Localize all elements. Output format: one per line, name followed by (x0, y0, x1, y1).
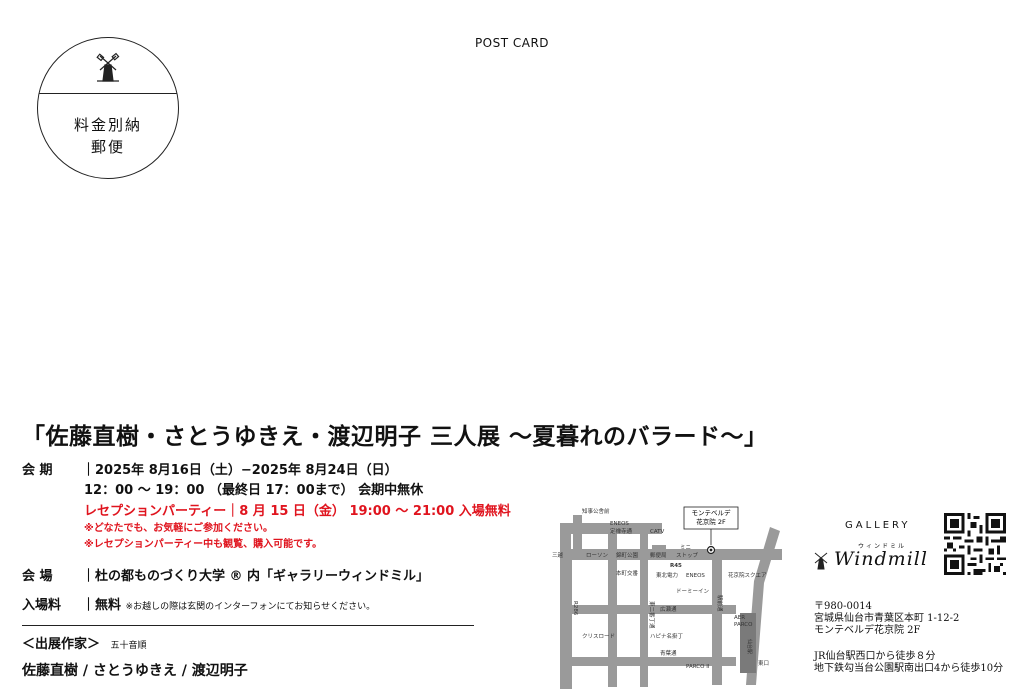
postcard-label: POST CARD (474, 36, 550, 50)
venue-row: 会 場 ｜杜の都ものづくり大学 ® 内「ギャラリーウィンドミル」 (22, 565, 429, 584)
map-road-r45-west (560, 549, 782, 560)
address-line-1: 宮城県仙台市青葉区本町 1-12-2 (814, 613, 960, 624)
admission-note: ※お越しの際は玄関のインターフォンにてお知らせください。 (125, 602, 376, 612)
map-label-ekimae: 駅前通 (716, 595, 724, 612)
exhibition-title: 「佐藤直樹・さとうゆきえ・渡辺明子 三人展 〜夏暮れのバラード〜」 (22, 424, 768, 450)
address-zip: 〒980-0014 (814, 601, 872, 612)
stamp-line-1: 料金別納 (73, 116, 142, 134)
map-label-kinko: 錦町公園 (616, 551, 639, 559)
map-label-chiji: 知事公舎前 (582, 507, 610, 515)
map-label-catv: CATV (650, 529, 665, 535)
artists-order-note: 五十音順 (110, 641, 147, 651)
access-map: モンテベルデ 花京院 2F 知事公舎前 ENEOS 定禅寺通 CATV 三越 ロ… (552, 506, 782, 689)
map-road-hirose (560, 605, 736, 614)
artist-names: 佐藤直樹 / さとうゆきえ / 渡辺明子 (22, 663, 248, 679)
address-block: 〒980-0014 宮城県仙台市青葉区本町 1-12-2 モンテベルデ花京院 2… (814, 601, 959, 637)
map-callout-line-2: 花京院 2F (696, 517, 726, 526)
map-label-eneos2: ENEOS (686, 573, 705, 579)
map-label-sanko: 三越 (552, 551, 564, 559)
map-label-sendai: 仙台駅 (746, 639, 753, 654)
map-label-parco: PARCO (734, 622, 753, 628)
access-line-2: 地下鉄勾当台公園駅南出口4から徒歩10分 (814, 663, 1004, 674)
reception-info: レセプションパーティー｜8 月 15 日（金） 19:00 〜 21:00 入場… (84, 504, 511, 519)
map-road-ekimae (712, 549, 722, 685)
map-label-higashi-ni: 東二番丁通 (648, 601, 656, 629)
map-label-tohoku: 東北電力 (656, 571, 678, 579)
gallery-logo: Windmill (812, 548, 928, 570)
postage-stamp-mark: 料金別納 郵便 (37, 37, 179, 179)
map-label-post: 郵便局 (650, 551, 667, 559)
period-row: 会 期 ｜2025年 8月16日（土）−2025年 8月24日（日） (22, 459, 398, 478)
map-label-aer: AER (734, 615, 745, 621)
map-label-honcho: 本町交番 (616, 569, 639, 577)
map-label-r45: R45 (670, 563, 682, 569)
map-callout-line-1: モンテベルデ (692, 508, 732, 517)
map-label-donki: ドーミーイン (676, 589, 710, 595)
admission-row: 入場料 ｜無料 ※お越しの際は玄関のインターフォンにてお知らせください。 (22, 594, 375, 613)
artists-heading-row: ＜出展作家＞ 五十音順 (22, 633, 147, 652)
map-sendai-station (740, 613, 756, 673)
venue-label: 会 場 (22, 569, 53, 584)
stamp-line-2: 郵便 (90, 138, 125, 156)
map-label-mini: ミニ (680, 544, 691, 551)
admission-label: 入場料 (22, 598, 62, 613)
map-label-hirose: 広瀬通 (660, 605, 677, 613)
stamp-divider (38, 93, 178, 94)
period-hours: 12：00 〜 19：00 （最終日 17：00まで） 会期中無休 (84, 483, 424, 498)
venue-value: ｜杜の都ものづくり大学 ® 内「ギャラリーウィンドミル」 (82, 569, 430, 584)
map-label-higashi: 東口 (758, 659, 769, 667)
map-label-stop: ストップ (676, 552, 699, 559)
gallery-logo-text: Windmill (834, 548, 928, 570)
map-road-top-left (560, 523, 571, 563)
section-divider (22, 625, 474, 626)
artists-heading: ＜出展作家＞ (22, 637, 101, 652)
map-destination-dot (709, 548, 713, 552)
period-label: 会 期 (22, 463, 53, 478)
map-road-r286 (560, 549, 572, 689)
gallery-kana: ウィンドミル (858, 543, 907, 550)
address-line-2: モンテベルデ花京院 2F (814, 625, 921, 636)
access-block: JR仙台駅西口から徒歩８分 地下鉄勾当台公園駅南出口4から徒歩10分 (814, 651, 1003, 675)
map-label-jozenji: 定禅寺通 (610, 527, 633, 535)
map-label-lawson: ローソン (586, 553, 609, 559)
map-road-higashi-ni (573, 515, 582, 559)
map-label-aoba: 青葉通 (660, 649, 677, 657)
map-road-block (652, 545, 666, 559)
access-line-1: JR仙台駅西口から徒歩８分 (814, 651, 936, 662)
period-dates: ｜2025年 8月16日（土）−2025年 8月24日（日） (82, 463, 398, 478)
map-label-eneos-top: ENEOS (610, 521, 629, 527)
map-label-clis: クリスロード (582, 633, 615, 640)
reception-note-2: ※レセプションパーティー中も観覧、購入可能です。 (84, 539, 323, 550)
stamp-text: 料金別納 郵便 (38, 114, 178, 158)
map-label-kakyoin: 花京院スクエア (728, 571, 767, 579)
map-label-parco2: PARCO II (686, 664, 710, 670)
map-label-hapina: ハピナ名掛丁 (650, 632, 684, 640)
windmill-icon (96, 52, 120, 82)
reception-note-1: ※どなたでも、お気軽にご参加ください。 (84, 523, 274, 534)
admission-value: ｜無料 (82, 598, 122, 613)
qr-code-icon[interactable] (944, 513, 1006, 575)
map-road-aoba (560, 657, 736, 666)
gallery-label: GALLERY (845, 520, 911, 531)
windmill-icon (814, 552, 828, 570)
map-label-r286: R286 (572, 601, 578, 616)
